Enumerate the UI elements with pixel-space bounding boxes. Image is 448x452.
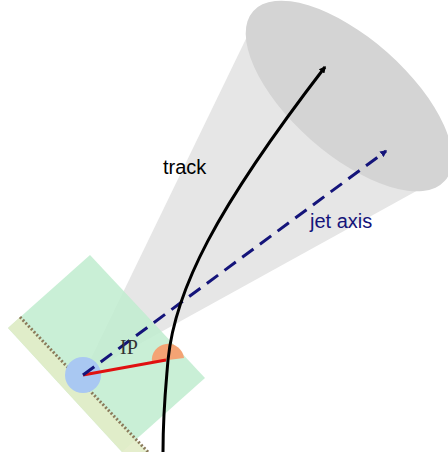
jet-axis-line [83,151,386,375]
vertex-region [8,255,205,452]
beam-band [8,317,148,452]
axis-label: jet axis [310,210,372,232]
track-label: track [163,156,206,178]
ip-label: IP [120,336,138,358]
impact-parameter-line [83,360,166,375]
track-curve [163,67,325,452]
beam-line [20,317,148,452]
